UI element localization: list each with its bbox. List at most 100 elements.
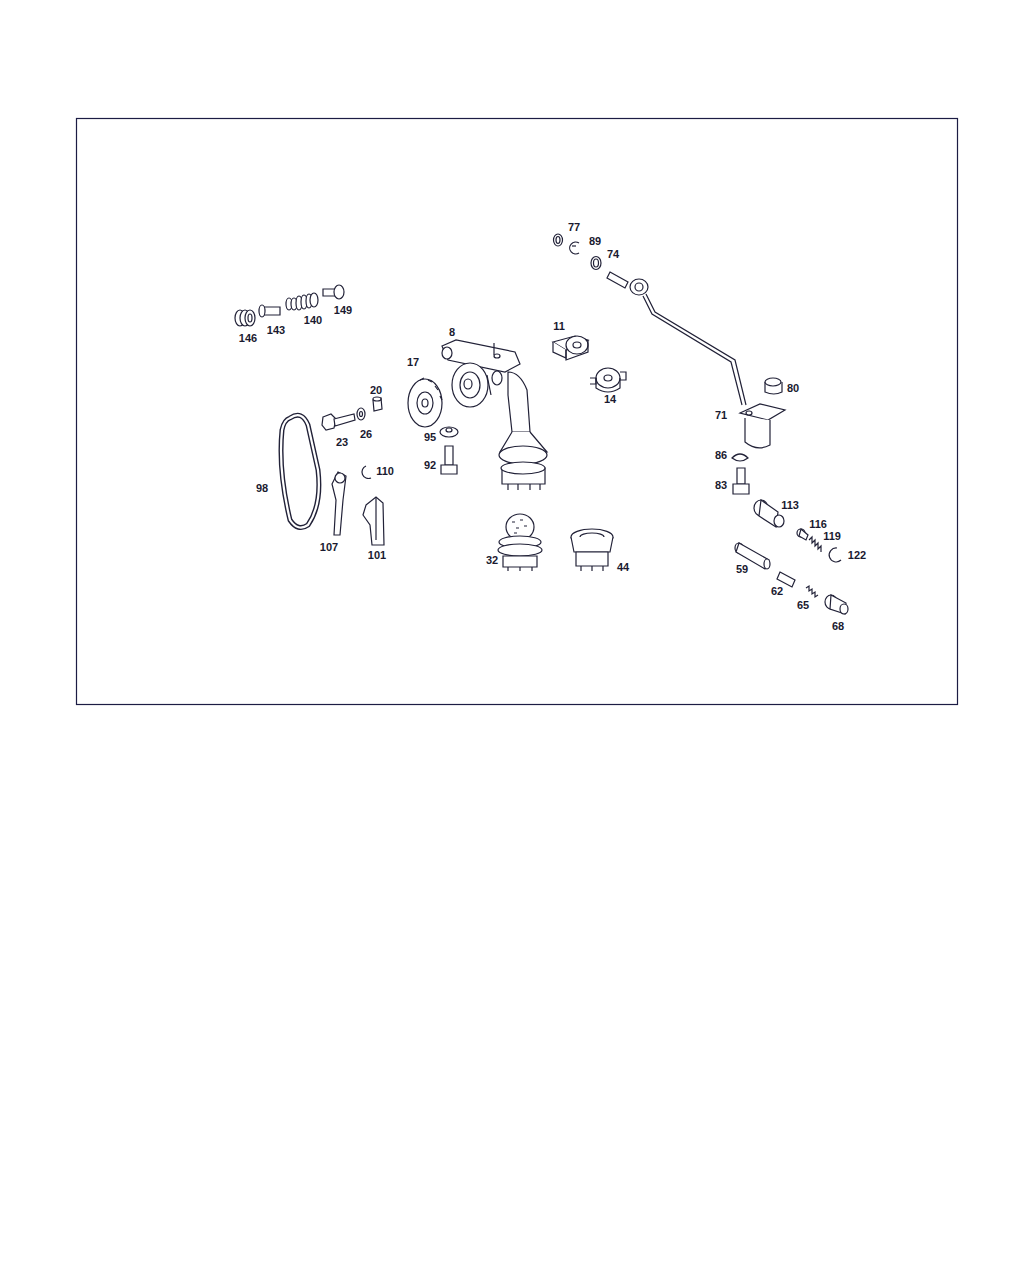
- dipstick-74-line: [630, 279, 648, 295]
- callout-number: 119: [822, 530, 842, 542]
- washer-95: [440, 427, 458, 437]
- part-116: [797, 529, 808, 540]
- part-146-line: [248, 314, 252, 322]
- ring-77-line: [554, 234, 563, 246]
- callout-number: 17: [406, 356, 420, 368]
- rail-107-line: [332, 472, 346, 535]
- part-146-line: [245, 310, 255, 326]
- callout-number: 110: [375, 465, 395, 477]
- bolt-92-line: [445, 446, 453, 465]
- spring-140: [286, 293, 318, 310]
- callout-number: 68: [831, 620, 845, 632]
- callout-number: 26: [359, 428, 373, 440]
- clip-110-line: [362, 466, 371, 479]
- pump-8-line: [464, 379, 472, 389]
- pin-59-line: [764, 559, 770, 569]
- gear-11-line: [566, 340, 588, 360]
- part-146: [235, 310, 255, 326]
- ring-74-line: [594, 259, 599, 267]
- sleeve-20-line: [373, 398, 382, 411]
- rail-107-line: [335, 473, 345, 483]
- guide-101-line: [375, 497, 376, 540]
- pump-8-line: [487, 375, 491, 395]
- gear-14-line: [596, 378, 620, 392]
- clip-89: [570, 242, 579, 254]
- callout-number: 86: [714, 449, 728, 461]
- dipstick-74-line: [643, 296, 742, 405]
- cap-80: [765, 378, 782, 394]
- pump-8-line: [501, 462, 545, 474]
- part-116-line: [799, 529, 808, 540]
- callout-number: 62: [770, 585, 784, 597]
- spring-65-line: [806, 586, 818, 597]
- bolt-83-line: [737, 468, 745, 484]
- clip-122: [829, 548, 841, 562]
- bolt-83: [733, 468, 749, 494]
- gear-14-line: [596, 368, 620, 388]
- spring-119-line: [809, 537, 821, 552]
- washer-95-line: [440, 427, 458, 437]
- plug-68-line: [840, 604, 848, 614]
- callout-number: 98: [255, 482, 269, 494]
- gear-11-line: [573, 342, 581, 348]
- callout-number: 95: [423, 431, 437, 443]
- callout-number: 8: [448, 326, 456, 338]
- washer-95-line: [446, 428, 452, 432]
- callout-number: 89: [588, 235, 602, 247]
- callout-number: 65: [796, 599, 810, 611]
- washer-86-line: [732, 454, 748, 461]
- spring-65: [806, 586, 818, 597]
- cap-80-line: [765, 378, 781, 386]
- gear-17-line: [422, 399, 428, 407]
- housing-71: [740, 404, 785, 448]
- guide-101-line: [363, 497, 384, 545]
- callout-number: 149: [333, 304, 353, 316]
- clip-89-line: [572, 245, 576, 246]
- callout-number: 146: [238, 332, 258, 344]
- callout-number: 74: [606, 248, 620, 260]
- gear-14-line: [590, 372, 626, 384]
- pump-8-line: [508, 484, 540, 490]
- callout-number: 122: [847, 549, 867, 561]
- pump-8: [442, 340, 547, 490]
- pump-8-line: [442, 347, 452, 359]
- pin-143-line: [259, 305, 265, 317]
- dipstick-74: [607, 272, 746, 405]
- pump-8-line: [460, 372, 480, 398]
- callout-number: 80: [786, 382, 800, 394]
- gear-11-line: [566, 336, 588, 354]
- gear-14-line: [604, 375, 612, 381]
- pump-8-line: [508, 372, 530, 432]
- bolt-92: [441, 446, 457, 474]
- clip-122-line: [829, 548, 841, 562]
- strainer-32-line: [503, 556, 537, 567]
- callout-number: 20: [369, 384, 383, 396]
- sleeve-20: [373, 397, 382, 411]
- callout-number: 77: [567, 221, 581, 233]
- pin-143: [259, 305, 280, 317]
- washer-26: [357, 408, 365, 420]
- bolt-149: [323, 285, 344, 299]
- gear-17: [408, 378, 442, 427]
- pump-8-line: [493, 343, 494, 355]
- seal-44-line: [576, 552, 608, 566]
- seal-44-line: [571, 537, 613, 552]
- bolt-23-line: [334, 414, 355, 426]
- callout-number: 59: [735, 563, 749, 575]
- ring-77: [554, 234, 563, 246]
- bolt-23: [322, 414, 355, 430]
- dipstick-74-line: [635, 283, 643, 291]
- chain-98: [281, 415, 319, 527]
- frame: [77, 119, 958, 705]
- gear-17-line: [408, 379, 442, 427]
- callout-number: 14: [603, 393, 617, 405]
- piston-113-line: [774, 515, 784, 527]
- callout-number: 83: [714, 479, 728, 491]
- washer-86: [732, 454, 748, 461]
- gear-11: [553, 336, 588, 360]
- callout-number: 44: [616, 561, 630, 573]
- callout-number: 143: [266, 324, 286, 336]
- callout-number: 101: [367, 549, 387, 561]
